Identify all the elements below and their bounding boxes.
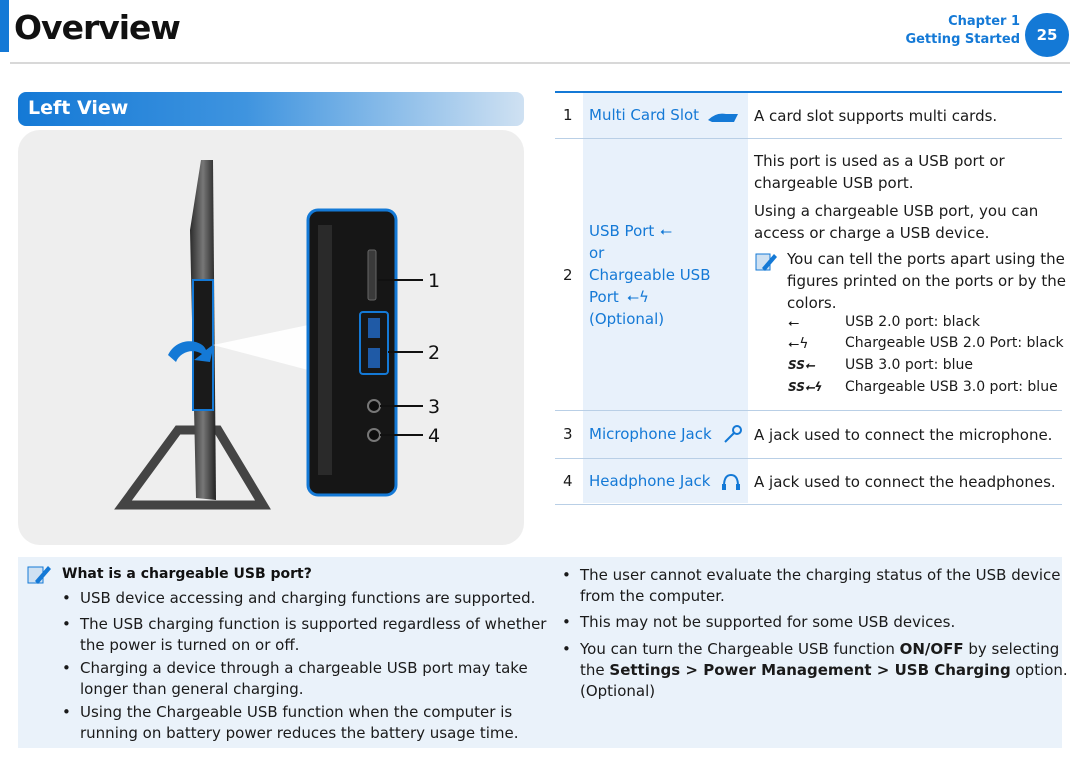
note-bullet-7-line-1: You can turn the Chargeable USB function… xyxy=(580,640,1060,658)
bullet: • xyxy=(62,615,71,633)
note-bullet-4-line-1: Using the Chargeable USB function when t… xyxy=(80,703,513,721)
stand-base xyxy=(114,425,271,510)
tip-line-2: figures printed on the ports or by the xyxy=(787,272,1066,290)
label-chargeable-usb: Chargeable USB xyxy=(589,266,711,284)
bullet: • xyxy=(562,566,571,584)
note-bullet-3-line-2: longer than general charging. xyxy=(80,680,304,698)
arrow-icon xyxy=(168,341,214,362)
row-number: 1 xyxy=(563,106,573,124)
headphone-icon xyxy=(722,473,740,490)
bullet: • xyxy=(562,640,571,658)
note-bullet-4-line-2: running on battery power reduces the bat… xyxy=(80,724,519,742)
label-usb-port: USB Port xyxy=(589,222,655,240)
headphone-jack-graphic xyxy=(367,428,381,442)
desc-usb2-line-2: access or charge a USB device. xyxy=(754,224,990,242)
row-divider xyxy=(555,410,1062,411)
label-microphone-jack: Microphone Jack xyxy=(589,425,712,443)
label-optional: (Optional) xyxy=(589,310,665,328)
tip-line-1: You can tell the ports apart using the xyxy=(787,250,1065,268)
header-accent-bar xyxy=(0,0,9,52)
note-bullet-5-line-2: from the computer. xyxy=(580,587,725,605)
zoom-connector xyxy=(213,325,308,370)
table-label-column xyxy=(583,93,748,503)
usb-icon: ⭠ xyxy=(660,222,673,240)
note-pencil-icon xyxy=(27,566,51,584)
label-headphone-jack: Headphone Jack xyxy=(589,472,711,490)
sd-card-icon xyxy=(708,113,738,122)
legend-chargeable-usb2: Chargeable USB 2.0 Port: black xyxy=(845,335,1064,351)
label-port: Port xyxy=(589,288,619,306)
note-box xyxy=(18,557,1062,748)
note-bullet-7-line-3: (Optional) xyxy=(580,682,656,700)
section-title: Left View xyxy=(28,97,129,119)
header-divider xyxy=(10,62,1070,64)
desc-microphone-jack: A jack used to connect the microphone. xyxy=(754,426,1053,444)
tip-line-3: colors. xyxy=(787,294,837,312)
card-slot-graphic xyxy=(367,249,377,301)
desc-headphone-jack: A jack used to connect the headphones. xyxy=(754,473,1056,491)
note-bullet-7-line-2: the Settings > Power Management > USB Ch… xyxy=(580,661,1068,679)
usb-highlight xyxy=(359,311,389,375)
note-bullet-6: This may not be supported for some USB d… xyxy=(580,613,956,631)
note-bullet-3-line-1: Charging a device through a chargeable U… xyxy=(80,659,528,677)
device-illustration xyxy=(114,160,423,510)
row-divider xyxy=(555,504,1062,505)
row-number: 2 xyxy=(563,266,573,284)
bullet: • xyxy=(62,659,71,677)
callout-3: 3 xyxy=(428,396,441,418)
callout-2: 2 xyxy=(428,342,441,364)
usb-port-top xyxy=(368,318,380,338)
desc-usb-line-1: This port is used as a USB port or xyxy=(754,152,1005,170)
panel-inner-strip xyxy=(318,225,332,475)
chargeable-usb-icon: ⭠ϟ xyxy=(627,288,649,306)
callout-1: 1 xyxy=(428,270,441,292)
row-divider xyxy=(555,138,1062,139)
legend-usb2: USB 2.0 port: black xyxy=(845,314,980,330)
chargeable-usb3-icon: SS⭠ϟ xyxy=(788,380,823,394)
legend-usb3: USB 3.0 port: blue xyxy=(845,357,974,373)
desc-usb-line-2: chargeable USB port. xyxy=(754,174,914,192)
table-top-rule xyxy=(555,91,1062,93)
row-number: 3 xyxy=(563,425,573,443)
row-number: 4 xyxy=(563,472,573,490)
page-number: 25 xyxy=(1025,13,1069,57)
left-view-illustration: 1 2 3 4 xyxy=(18,130,524,545)
note-heading: What is a chargeable USB port? xyxy=(62,566,312,582)
legend-chargeable-usb3: Chargeable USB 3.0 port: blue xyxy=(845,379,1058,395)
callout-4: 4 xyxy=(428,425,441,447)
desc-multi-card-slot: A card slot supports multi cards. xyxy=(754,107,998,125)
row-divider xyxy=(555,458,1062,459)
usb-port-bottom xyxy=(368,348,380,368)
microphone-icon xyxy=(724,425,742,443)
usb3-icon: SS⭠ xyxy=(788,358,815,372)
label-or: or xyxy=(589,244,605,262)
microphone-jack-graphic xyxy=(367,399,381,413)
note-bullet-2-line-2: the power is turned on or off. xyxy=(80,636,300,654)
bullet: • xyxy=(62,589,71,607)
note-bullet-1: USB device accessing and charging functi… xyxy=(80,589,536,607)
section-heading: Left View xyxy=(18,92,524,126)
chapter-label: Chapter 1 xyxy=(948,14,1020,29)
page-title: Overview xyxy=(14,8,181,47)
desc-usb2-line-1: Using a chargeable USB port, you can xyxy=(754,202,1039,220)
note-pencil-icon xyxy=(755,253,777,271)
chargeable-usb-icon: ⭠ϟ xyxy=(788,336,809,352)
label-multi-card-slot: Multi Card Slot xyxy=(589,106,700,124)
chapter-name: Getting Started xyxy=(905,32,1020,47)
note-bullet-5-line-1: The user cannot evaluate the charging st… xyxy=(580,566,1061,584)
bullet: • xyxy=(62,703,71,721)
bullet: • xyxy=(562,613,571,631)
note-bullet-2-line-1: The USB charging function is supported r… xyxy=(80,615,547,633)
usb-icon: ⭠ xyxy=(788,315,800,331)
